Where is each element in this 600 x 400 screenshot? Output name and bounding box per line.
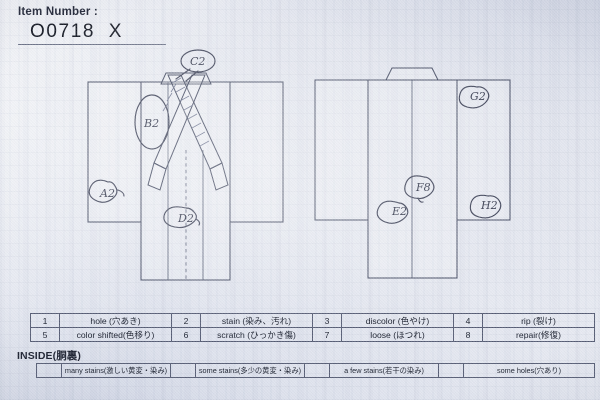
front-body-panel [140,81,231,281]
annotation-c2: C2 [175,49,216,82]
kimono-front-view: A2 B2 C2 D2 [87,49,284,281]
annotation-b2-ellipse [134,94,170,150]
table-row: many stains(激しい黄変・染み) some stains(多少の黄変・… [36,363,595,378]
legend-num-1: 1 [30,313,60,328]
annotation-d2-label: D2 [177,212,194,225]
annotation-b2: B2 [134,94,170,150]
front-collar-top [160,72,212,85]
defect-legend-table: 1 hole (穴あき) 2 stain (染み、汚れ) 3 discolor … [30,313,595,342]
front-collar-tail-right [209,162,229,191]
legend-num-2: 2 [171,313,201,328]
legend-desc-5: color shifted(色移り) [59,327,172,342]
legend-desc-2: stain (染み、汚れ) [200,313,313,328]
annotation-f8-label: F8 [415,181,431,194]
annotation-b2-label: B2 [143,117,159,130]
inside-checkbox-1[interactable] [36,363,62,378]
legend-desc-4: rip (裂け) [482,313,595,328]
inside-text-1: many stains(激しい黄変・染み) [61,363,171,378]
legend-num-5: 5 [30,327,60,342]
annotation-g2: G2 [458,85,490,109]
inside-checkbox-3[interactable] [304,363,330,378]
annotation-a2-label: A2 [99,187,115,200]
front-collar-hatching [162,77,210,147]
annotation-h2: H2 [469,194,502,219]
back-collar-notch [385,67,439,81]
front-left-sleeve [87,81,142,223]
back-body-panel [367,79,458,279]
front-collar-tail-left [147,162,167,191]
legend-num-4: 4 [453,313,483,328]
annotation-e2: E2 [376,200,409,224]
item-number-field[interactable]: O0718 X [18,21,166,45]
back-left-sleeve [314,79,369,221]
legend-num-8: 8 [453,327,483,342]
legend-desc-7: loose (ほつれ) [341,327,454,342]
annotation-c2-label: C2 [190,55,205,68]
back-right-sleeve [456,79,511,221]
table-row: 1 hole (穴あき) 2 stain (染み、汚れ) 3 discolor … [30,313,595,328]
inside-section-label: INSIDE(胴裏) [17,350,81,362]
legend-desc-1: hole (穴あき) [59,313,172,328]
item-number-label: Item Number : [18,6,98,18]
annotation-d2: D2 [163,206,201,229]
inside-condition-table: many stains(激しい黄変・染み) some stains(多少の黄変・… [36,363,595,378]
front-collar-band-right [167,74,223,170]
annotation-f8: F8 [404,175,435,203]
front-collar-band-left [153,74,206,170]
legend-desc-8: repair(修復) [482,327,595,342]
annotation-e2-label: E2 [391,205,407,218]
kimono-back-view: E2 F8 G2 H2 [314,67,511,279]
inside-text-4: some holes(穴あり) [463,363,595,378]
table-row: 5 color shifted(色移り) 6 scratch (ひっかき傷) 7… [30,327,595,342]
legend-num-6: 6 [171,327,201,342]
inside-checkbox-4[interactable] [438,363,464,378]
annotation-a2: A2 [88,179,125,203]
legend-desc-3: discolor (色やけ) [341,313,454,328]
item-number-value: O0718 X [30,21,124,42]
annotation-g2-label: G2 [470,90,486,103]
inside-checkbox-2[interactable] [170,363,196,378]
annotation-c2-ellipse [180,49,216,73]
inside-text-2: some stains(多少の黄変・染み) [195,363,305,378]
legend-num-3: 3 [312,313,342,328]
inside-text-3: a few stains(若干の染み) [329,363,439,378]
legend-desc-6: scratch (ひっかき傷) [200,327,313,342]
form-header: Item Number : O0718 X [18,6,166,45]
annotation-h2-label: H2 [480,199,498,212]
front-collar [147,72,229,191]
legend-num-7: 7 [312,327,342,342]
front-right-sleeve [229,81,284,223]
